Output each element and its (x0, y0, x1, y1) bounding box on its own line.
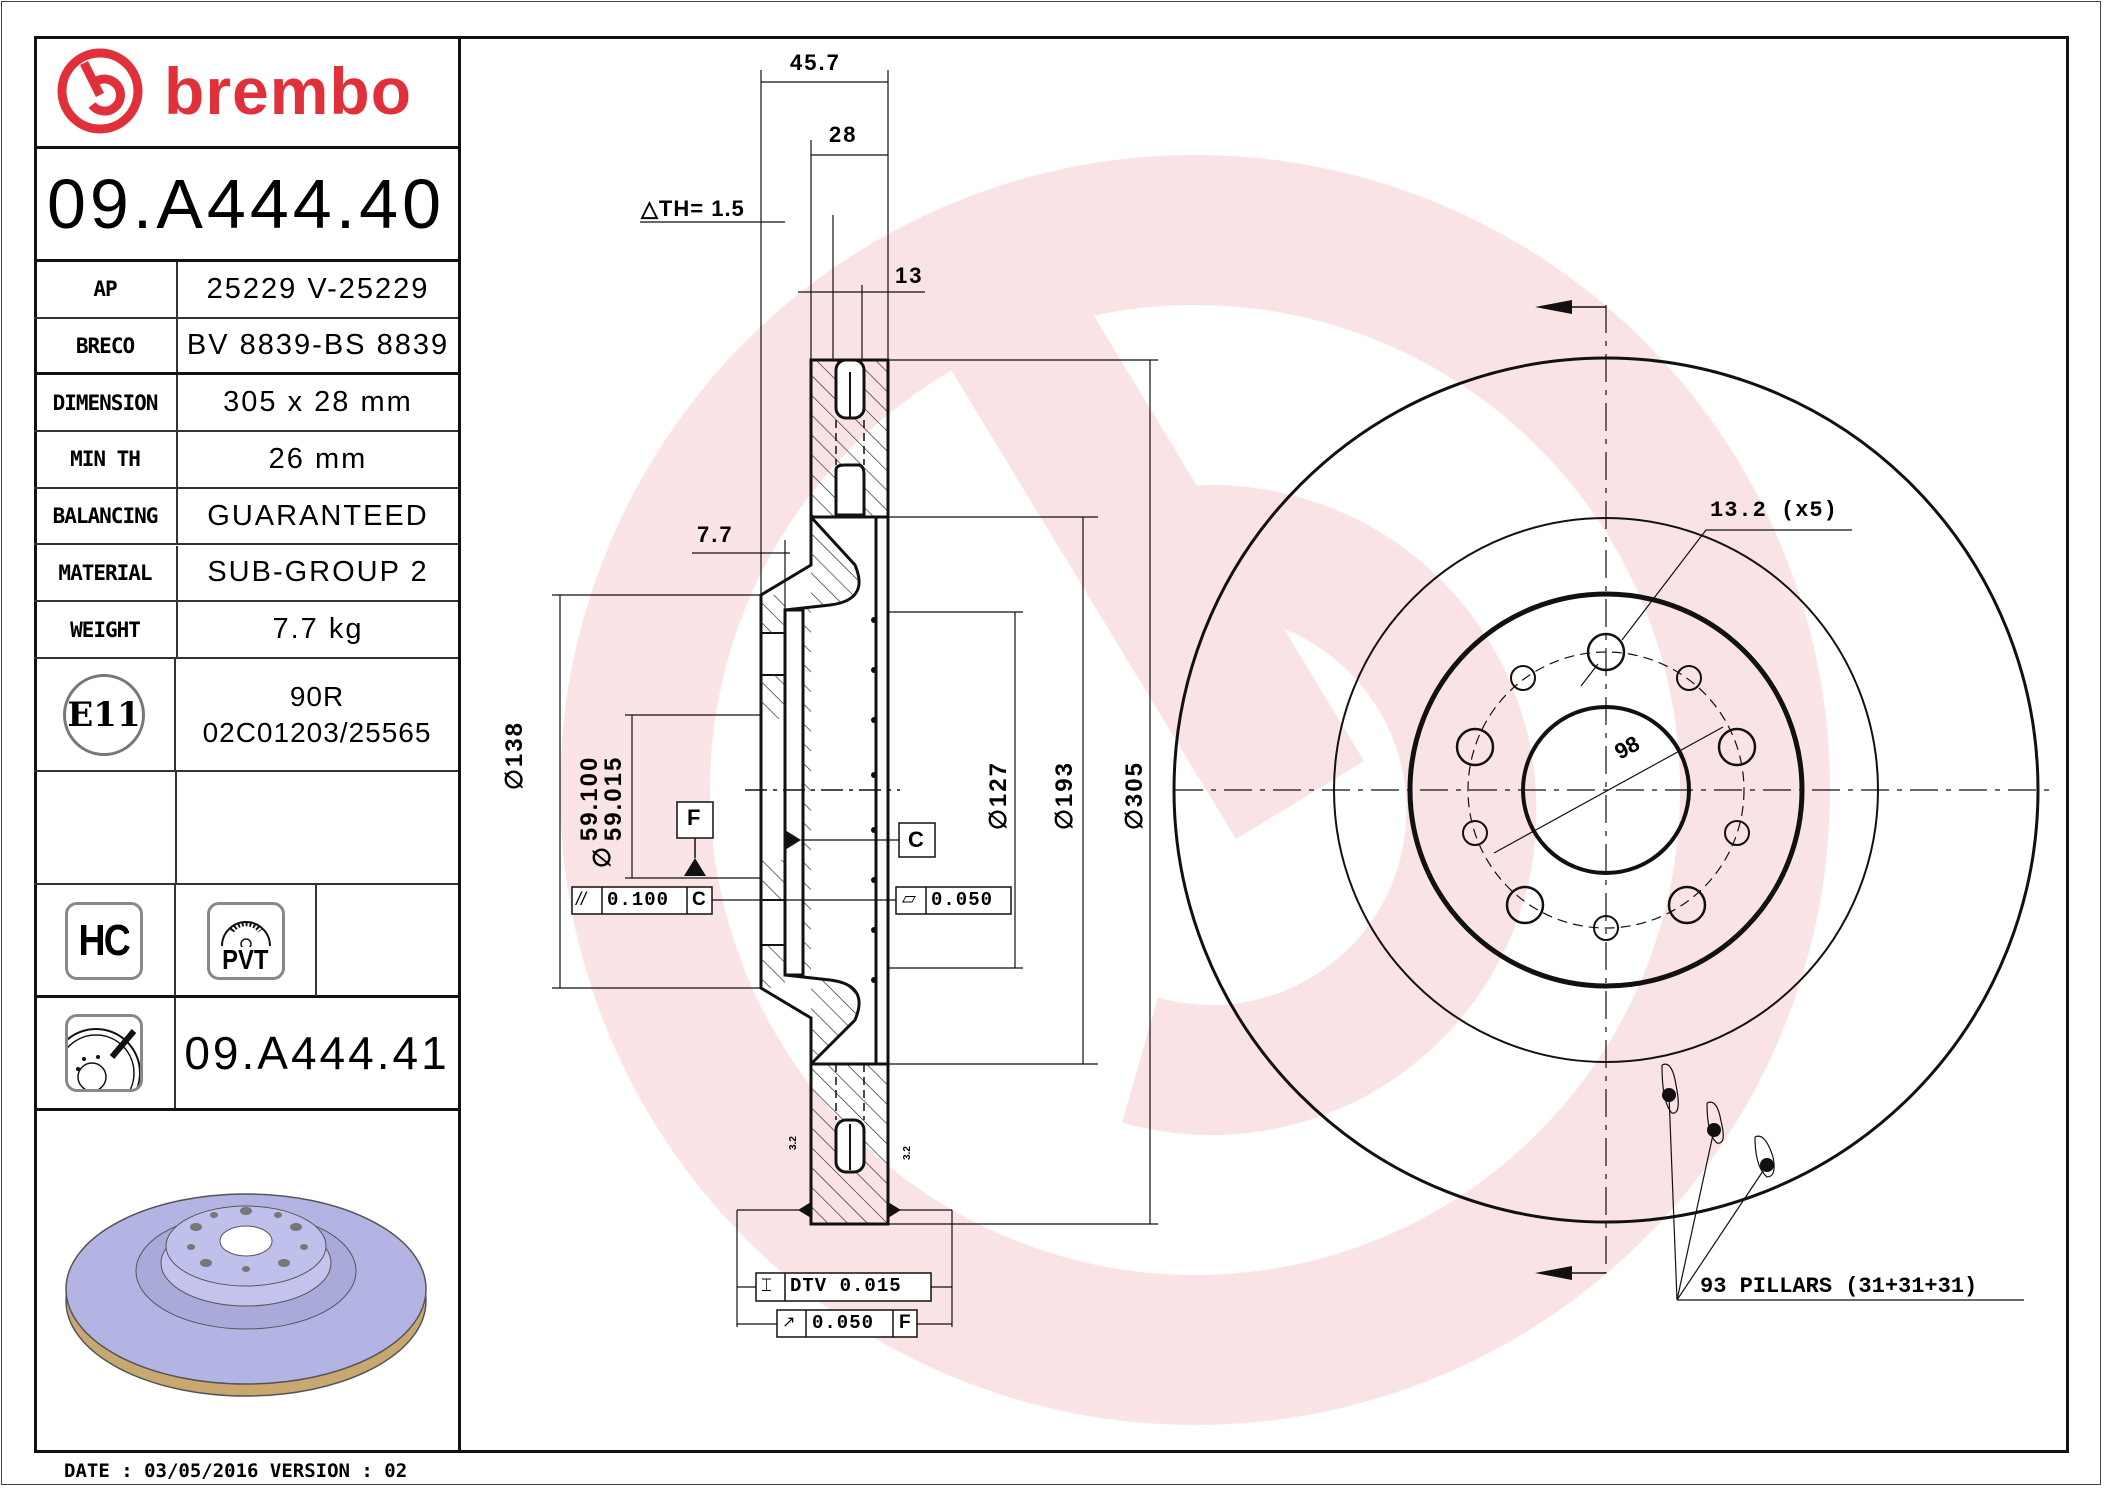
pillars-callout: 93 PILLARS (31+31+31) (1700, 1274, 1978, 1299)
spec-row-material: MATERIAL SUB-GROUP 2 (34, 545, 458, 603)
spec-value: 7.7 kg (272, 613, 364, 646)
dim-delta-th: △TH= 1.5 (641, 196, 745, 221)
spec-row-min-th: MIN TH 26 mm (34, 432, 458, 489)
spec-value: SUB-GROUP 2 (207, 556, 429, 589)
badges-row: HC PVT (34, 885, 458, 998)
dim-thickness: 28 (829, 122, 858, 147)
parallelism-datum: C (692, 889, 706, 910)
runout-datum: F (899, 1312, 911, 1333)
spec-label: DIMENSION (34, 375, 178, 431)
dim-overall-height: 45.7 (790, 50, 841, 75)
flatness-value: 0.050 (931, 889, 994, 911)
alternate-part-row: 09.A444.41 (34, 998, 458, 1111)
spec-label: MATERIAL (34, 545, 178, 601)
dim-cheek: 13 (895, 263, 924, 288)
brembo-logo-icon (57, 48, 143, 134)
section-view (552, 70, 1158, 1338)
dim-hat-offset: 7.7 (697, 522, 734, 547)
spec-row-ap: AP 25229 V-25229 (34, 262, 458, 319)
datum-c: C (908, 827, 924, 852)
e11-mark-icon: E11 (63, 673, 145, 756)
pvt-badge-icon: PVT (206, 901, 285, 980)
spec-row-balancing: BALANCING GUARANTEED (34, 488, 458, 546)
dtv-value: DTV 0.015 (790, 1275, 902, 1297)
spec-label: AP (34, 262, 178, 317)
spec-label: BALANCING (34, 488, 178, 544)
dtv-symbol: ⌶ (761, 1275, 772, 1296)
disc-3d-render (34, 1111, 458, 1450)
hc-badge-icon: HC (65, 901, 143, 980)
approval-number: 02C01203/25565 (202, 716, 432, 748)
spec-value: 25229 V-25229 (206, 272, 430, 305)
pvt-disc-icon (220, 920, 271, 947)
title-block: brembo 09.A444.40 AP 25229 V-25229 BRECO… (34, 36, 461, 1453)
approval-mark: E11 (67, 694, 141, 735)
spec-label: WEIGHT (34, 602, 178, 657)
parallelism-value: 0.100 (607, 889, 670, 911)
spec-row-breco: BRECO BV 8839-BS 8839 (34, 318, 458, 376)
brand-logo: brembo (34, 36, 458, 149)
drawing-frame (34, 36, 2069, 1453)
coated-disc-icon (65, 1014, 143, 1092)
runout-value: 0.050 (812, 1312, 875, 1334)
runout-symbol: ↗ (782, 1312, 796, 1331)
empty-row (34, 772, 458, 885)
spec-value: 305 x 28 mm (223, 386, 413, 419)
flatness-symbol: ▱ (902, 888, 916, 909)
brand-name: brembo (164, 54, 413, 128)
spec-row-dimension: DIMENSION 305 x 28 mm (34, 375, 458, 433)
brake-disc-render-icon (65, 1192, 427, 1397)
part-number-row: 09.A444.40 (34, 149, 458, 262)
spec-value: 26 mm (268, 442, 368, 475)
approval-regulation: 90R (289, 680, 345, 712)
spec-label: BRECO (34, 318, 178, 373)
bolt-hole-callout: 13.2 (x5) (1710, 498, 1838, 523)
datum-f: F (687, 805, 701, 830)
front-view (1172, 300, 2055, 1301)
alternate-part-number: 09.A444.41 (184, 1027, 450, 1079)
spec-label: MIN TH (34, 432, 178, 487)
spec-value: BV 8839-BS 8839 (186, 329, 450, 362)
parallelism-symbol: // (576, 889, 587, 909)
approval-row: E11 90R 02C01203/25565 (34, 659, 458, 772)
date-version: DATE : 03/05/2016 VERSION : 02 (64, 1460, 408, 1482)
spec-value: GUARANTEED (207, 499, 429, 532)
part-number: 09.A444.40 (46, 165, 446, 243)
spec-row-weight: WEIGHT 7.7 kg (34, 602, 458, 659)
